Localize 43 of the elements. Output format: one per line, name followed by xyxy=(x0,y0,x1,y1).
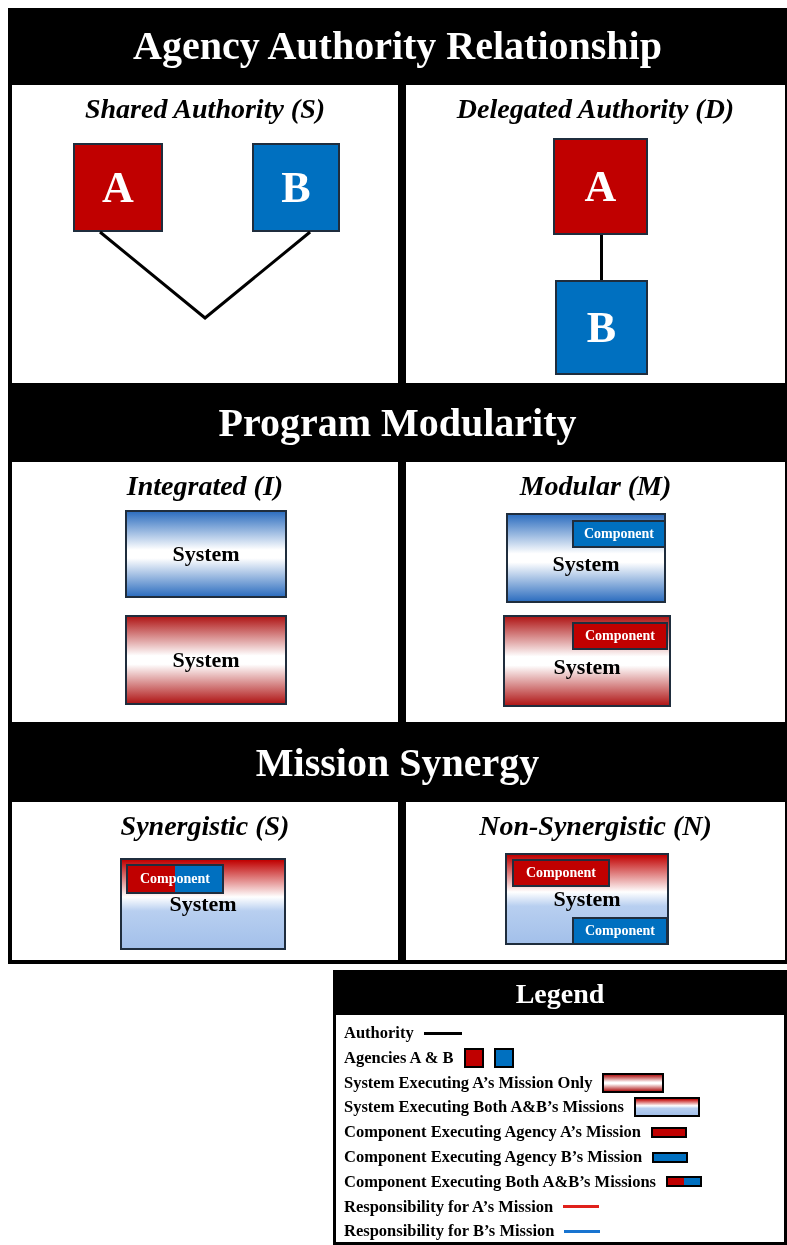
agency-box: A xyxy=(553,138,648,235)
system-box xyxy=(505,853,669,945)
system-box xyxy=(503,615,671,707)
system-label: System xyxy=(169,891,237,917)
legend-text: Responsibility for B’s Mission xyxy=(344,1221,555,1242)
agency-box: A xyxy=(73,143,163,232)
legend-text: System Executing A’s Mission Only xyxy=(344,1072,593,1093)
connector-line xyxy=(600,235,603,280)
system-box: System xyxy=(125,510,287,598)
system-box xyxy=(120,858,286,950)
agency-box: B xyxy=(252,143,340,232)
legend-text: Component Executing Agency A’s Mission xyxy=(344,1122,642,1143)
panel-heading: Delegated Authority (D) xyxy=(455,93,736,125)
system-label: System xyxy=(553,886,621,912)
legend-text: Agencies A & B xyxy=(344,1047,454,1068)
component-box: Component xyxy=(572,520,666,548)
panel xyxy=(406,85,785,383)
system-label: System xyxy=(552,551,620,577)
panel xyxy=(406,802,785,960)
legend-text: Responsibility for A’s Mission xyxy=(344,1196,554,1217)
component-box: Component xyxy=(572,622,668,650)
component-box: Component xyxy=(572,917,668,945)
panel xyxy=(406,462,785,722)
legend-text: Component Executing Agency B’s Mission xyxy=(344,1147,643,1167)
legend-text: Authority xyxy=(344,1023,414,1043)
system-label: System xyxy=(553,654,621,680)
system-box xyxy=(506,513,666,603)
legend-text: System Executing Both A&B’s Missions xyxy=(344,1097,624,1118)
panel-heading: Shared Authority (S) xyxy=(83,93,327,125)
connector-line xyxy=(99,230,312,320)
panel-heading: Synergistic (S) xyxy=(119,810,291,842)
panel xyxy=(12,462,398,722)
panel xyxy=(12,85,398,383)
panel-heading: Modular (M) xyxy=(518,470,673,502)
agency-box: B xyxy=(555,280,648,375)
panel-heading: Integrated (I) xyxy=(125,470,285,502)
component-box: Component xyxy=(126,864,224,894)
legend-header: Legend xyxy=(336,973,784,1015)
component-box: Component xyxy=(512,859,610,887)
panel xyxy=(12,802,398,960)
panel-heading: Non-Synergistic (N) xyxy=(478,810,713,842)
legend-text: Component Executing Both A&B’s Missions xyxy=(344,1171,656,1192)
system-box: System xyxy=(125,615,287,705)
